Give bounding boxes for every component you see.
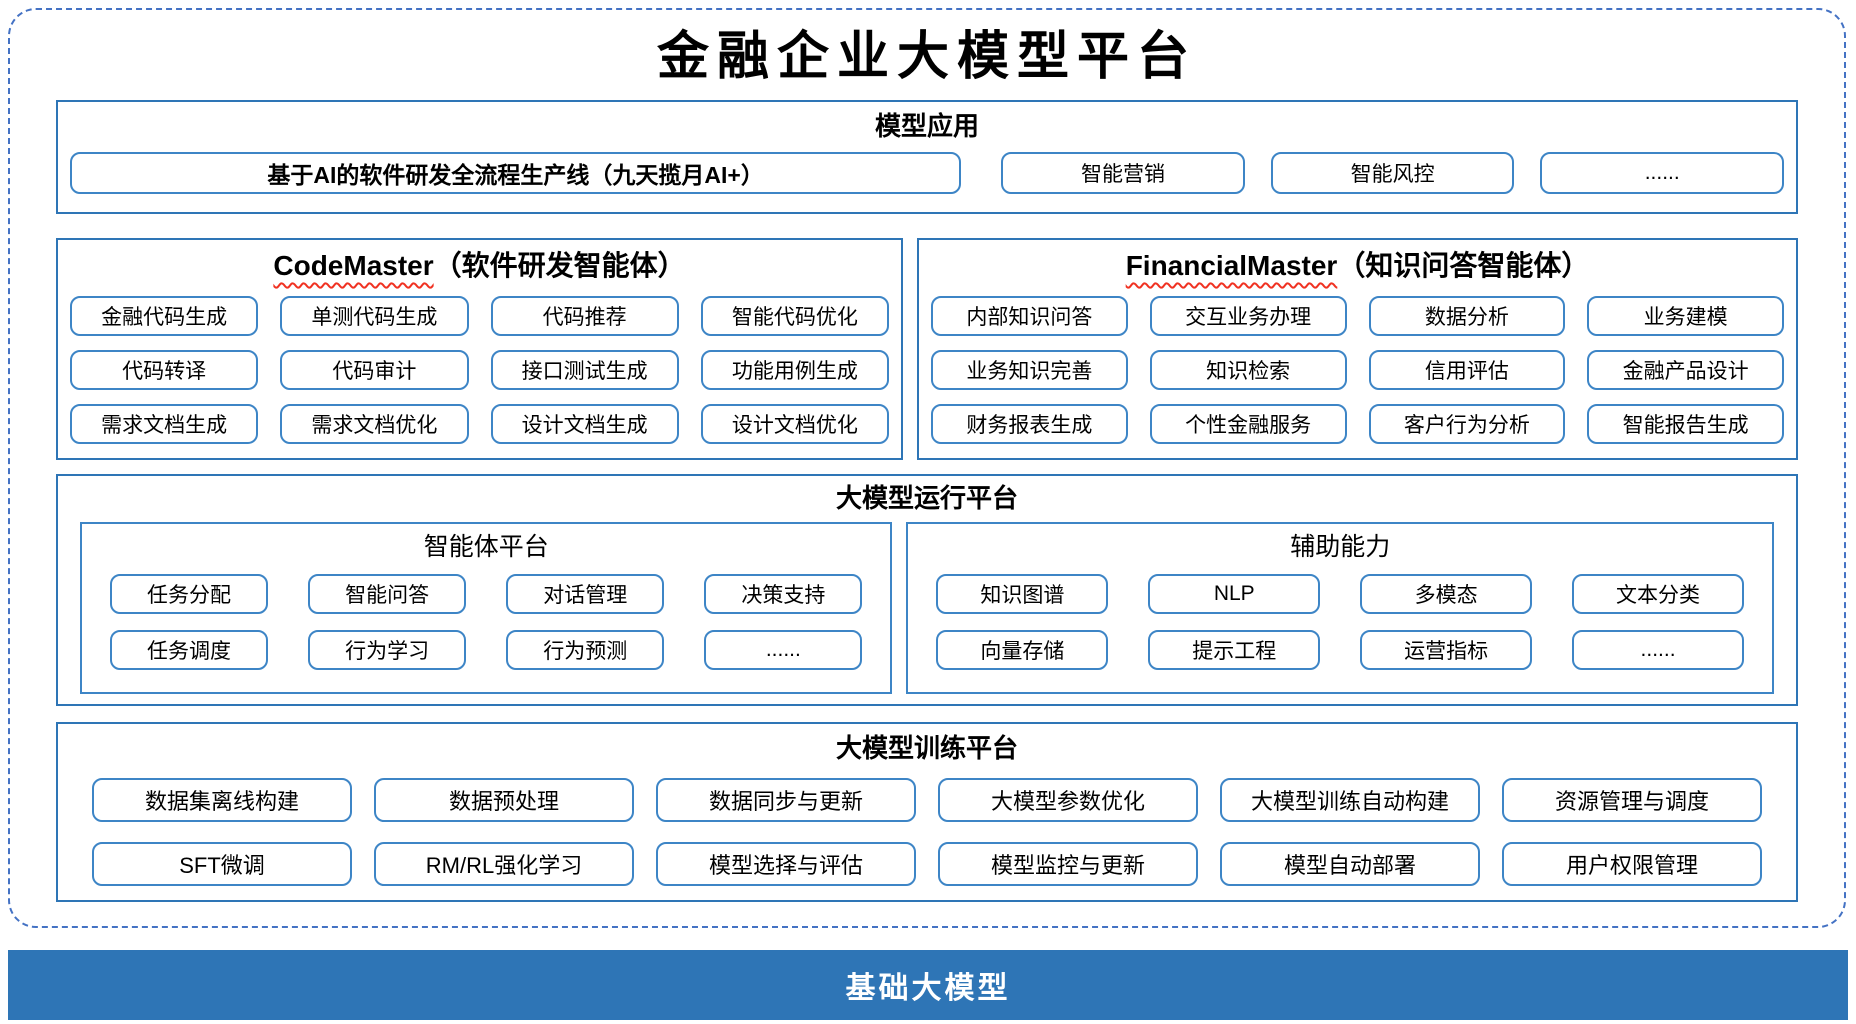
capability-node: 设计文档优化 xyxy=(700,404,890,444)
financialmaster-section: FinancialMaster（知识问答智能体） 内部知识问答 交互业务办理 数… xyxy=(917,238,1798,460)
capability-node: 代码推荐 xyxy=(490,296,679,336)
capability-node: 需求文档生成 xyxy=(70,404,259,444)
capability-node: 需求文档优化 xyxy=(280,404,469,444)
capability-node: 金融代码生成 xyxy=(70,296,259,336)
model-application-title: 模型应用 xyxy=(874,111,979,141)
diagram-title: 金融企业大模型平台 xyxy=(656,26,1197,87)
capability-node: 模型自动部署 xyxy=(1220,842,1480,886)
capability-node: 数据分析 xyxy=(1368,296,1566,336)
capability-node: 大模型参数优化 xyxy=(938,778,1198,822)
capability-node: 智能风控 xyxy=(1270,152,1515,194)
pipeline-node: 基于AI的软件研发全流程生产线（九天揽月AI+） xyxy=(70,152,962,194)
capability-node: 模型监控与更新 xyxy=(938,842,1198,886)
capability-node: 任务分配 xyxy=(110,574,269,614)
capability-node: 知识检索 xyxy=(1149,350,1347,390)
capability-node: 模型选择与评估 xyxy=(656,842,916,886)
capability-node: 行为预测 xyxy=(506,630,665,670)
capability-node: 数据集离线构建 xyxy=(92,778,352,822)
runtime-platform-title: 大模型运行平台 xyxy=(835,483,1018,513)
capability-node: 金融产品设计 xyxy=(1587,350,1784,390)
capability-node: 单测代码生成 xyxy=(280,296,469,336)
agent-platform-grid: 任务分配 智能问答 对话管理 决策支持 任务调度 行为学习 行为预测 .....… xyxy=(110,574,863,670)
capability-node: 代码审计 xyxy=(280,350,469,390)
capability-node: 个性金融服务 xyxy=(1149,404,1347,444)
capability-node: 财务报表生成 xyxy=(931,404,1128,444)
capability-node: 代码转译 xyxy=(70,350,259,390)
capability-node: 多模态 xyxy=(1360,574,1533,614)
capability-node: 交互业务办理 xyxy=(1149,296,1347,336)
capability-node: 运营指标 xyxy=(1360,630,1533,670)
agents-row: CodeMaster（软件研发智能体） 金融代码生成 单测代码生成 代码推荐 智… xyxy=(56,238,1798,460)
capability-node: 智能报告生成 xyxy=(1587,404,1784,444)
financialmaster-title-en: FinancialMaster xyxy=(1125,250,1338,281)
capability-node: 决策支持 xyxy=(704,574,863,614)
capability-node: 客户行为分析 xyxy=(1368,404,1566,444)
base-model-bar: 基础大模型 xyxy=(8,950,1848,1020)
model-application-row: 基于AI的软件研发全流程生产线（九天揽月AI+） 智能营销 智能风控 .....… xyxy=(70,152,1784,194)
capability-node: 行为学习 xyxy=(308,630,467,670)
financialmaster-grid: 内部知识问答 交互业务办理 数据分析 业务建模 业务知识完善 知识检索 信用评估… xyxy=(931,296,1784,444)
capability-node: 智能代码优化 xyxy=(700,296,890,336)
training-platform-grid: 数据集离线构建 数据预处理 数据同步与更新 大模型参数优化 大模型训练自动构建 … xyxy=(92,778,1762,886)
capability-node: 提示工程 xyxy=(1148,630,1321,670)
agent-platform-box: 智能体平台 任务分配 智能问答 对话管理 决策支持 任务调度 行为学习 行为预测… xyxy=(80,522,893,694)
base-model-label: 基础大模型 xyxy=(845,972,1011,1005)
financialmaster-title-suffix: （知识问答智能体） xyxy=(1337,250,1590,281)
codemaster-title-suffix: （软件研发智能体） xyxy=(433,250,686,281)
capability-node: 设计文档生成 xyxy=(490,404,679,444)
capability-node: 内部知识问答 xyxy=(931,296,1128,336)
capability-node: RM/RL强化学习 xyxy=(374,842,634,886)
capability-node: 业务知识完善 xyxy=(931,350,1128,390)
aux-capabilities-grid: 知识图谱 NLP 多模态 文本分类 向量存储 提示工程 运营指标 ...... xyxy=(936,574,1744,670)
capability-node: NLP xyxy=(1148,574,1321,614)
capability-node: 文本分类 xyxy=(1572,574,1744,614)
capability-node: 信用评估 xyxy=(1368,350,1566,390)
runtime-row: 智能体平台 任务分配 智能问答 对话管理 决策支持 任务调度 行为学习 行为预测… xyxy=(80,522,1774,694)
capability-node: 业务建模 xyxy=(1587,296,1784,336)
capability-node: 用户权限管理 xyxy=(1502,842,1762,886)
model-application-section: 模型应用 基于AI的软件研发全流程生产线（九天揽月AI+） 智能营销 智能风控 … xyxy=(56,100,1798,214)
capability-node: 数据预处理 xyxy=(374,778,634,822)
capability-node: 智能问答 xyxy=(308,574,467,614)
capability-node: 数据同步与更新 xyxy=(656,778,916,822)
capability-node: 智能营销 xyxy=(1001,152,1245,194)
capability-node: 任务调度 xyxy=(110,630,269,670)
capability-node: 接口测试生成 xyxy=(490,350,679,390)
outer-dashed-frame: 金融企业大模型平台 模型应用 基于AI的软件研发全流程生产线（九天揽月AI+） … xyxy=(8,8,1846,928)
aux-capabilities-title: 辅助能力 xyxy=(1290,533,1391,561)
aux-capabilities-box: 辅助能力 知识图谱 NLP 多模态 文本分类 向量存储 提示工程 运营指标 ..… xyxy=(906,522,1774,694)
capability-node: ...... xyxy=(704,630,863,670)
codemaster-section: CodeMaster（软件研发智能体） 金融代码生成 单测代码生成 代码推荐 智… xyxy=(56,238,904,460)
training-platform-section: 大模型训练平台 数据集离线构建 数据预处理 数据同步与更新 大模型参数优化 大模… xyxy=(56,722,1798,902)
capability-node: 向量存储 xyxy=(936,630,1109,670)
capability-node: SFT微调 xyxy=(92,842,352,886)
codemaster-title: CodeMaster（软件研发智能体） xyxy=(70,248,889,284)
runtime-platform-section: 大模型运行平台 智能体平台 任务分配 智能问答 对话管理 决策支持 任务调度 行… xyxy=(56,474,1798,706)
capability-node: 对话管理 xyxy=(506,574,665,614)
training-platform-title: 大模型训练平台 xyxy=(835,733,1018,763)
capability-node: ...... xyxy=(1540,152,1784,194)
agent-platform-title: 智能体平台 xyxy=(423,533,549,561)
capability-node: 大模型训练自动构建 xyxy=(1220,778,1480,822)
financialmaster-title: FinancialMaster（知识问答智能体） xyxy=(931,248,1784,284)
codemaster-title-en: CodeMaster xyxy=(273,250,434,281)
capability-node: 功能用例生成 xyxy=(700,350,890,390)
capability-node: 知识图谱 xyxy=(936,574,1109,614)
capability-node: ...... xyxy=(1572,630,1744,670)
codemaster-grid: 金融代码生成 单测代码生成 代码推荐 智能代码优化 代码转译 代码审计 接口测试… xyxy=(70,296,890,444)
capability-node: 资源管理与调度 xyxy=(1502,778,1762,822)
